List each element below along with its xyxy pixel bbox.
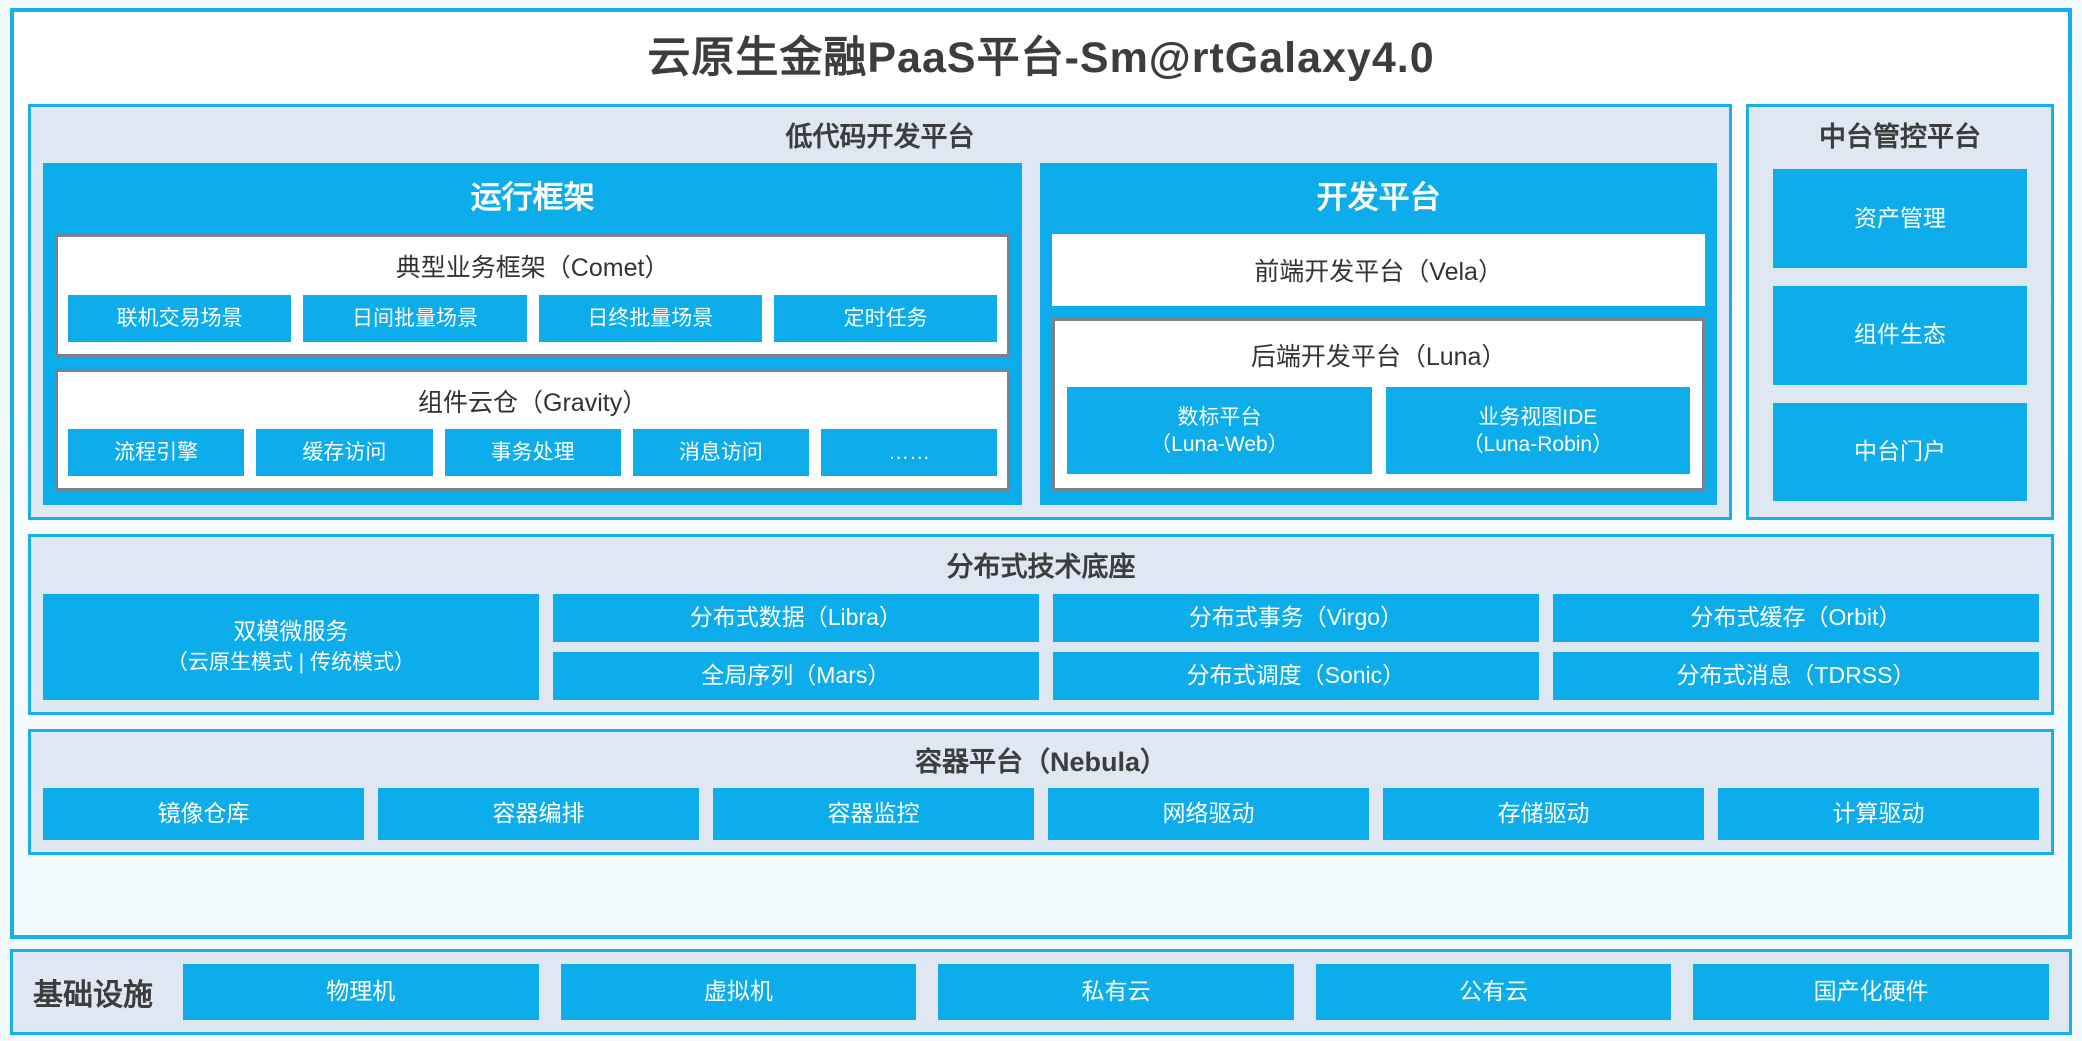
luna-item-1-code: （Luna-Robin）: [1462, 432, 1614, 456]
development-platform-title: 开发平台: [1316, 180, 1441, 216]
distributed-base-panel: 分布式技术底座 双模微服务 （云原生模式 | 传统模式） 分布式数据（Libra…: [28, 534, 2054, 715]
lowcode-platform-title: 低代码开发平台: [785, 121, 975, 152]
container-platform-title: 容器平台（Nebula）: [914, 746, 1168, 777]
infrastructure-item-private-cloud[interactable]: 私有云: [938, 964, 1294, 1020]
infrastructure-item-physical-machine[interactable]: 物理机: [183, 964, 539, 1020]
comet-item-row: 联机交易场景 日间批量场景 日终批量场景 定时任务: [68, 294, 998, 342]
control-item-portal[interactable]: 中台门户: [1773, 402, 2027, 502]
runtime-framework-group: 运行框架 典型业务框架（Comet） 联机交易场景 日间批量场景 日终批量场景 …: [43, 163, 1023, 506]
vela-frontend-platform-box[interactable]: 前端开发平台（Vela）: [1052, 234, 1705, 307]
luna-item-business-view-ide[interactable]: 业务视图IDE （Luna-Robin）: [1385, 387, 1690, 475]
gravity-item-process-engine[interactable]: 流程引擎: [68, 429, 245, 477]
dual-mode-microservice-mode: （云原生模式 | 传统模式）: [166, 651, 415, 675]
gravity-title: 组件云仓（Gravity）: [418, 388, 648, 417]
infrastructure-tiles: 物理机 虚拟机 私有云 公有云 国产化硬件: [183, 964, 2049, 1020]
infrastructure-item-public-cloud[interactable]: 公有云: [1315, 964, 1672, 1020]
infrastructure-item-virtual-machine[interactable]: 虚拟机: [560, 964, 917, 1020]
distributed-item-sonic[interactable]: 分布式调度（Sonic）: [1052, 651, 1539, 700]
control-item-asset-management[interactable]: 资产管理: [1773, 169, 2027, 268]
distributed-column-1: 分布式数据（Libra） 全局序列（Mars）: [552, 593, 1039, 700]
dual-mode-microservice-name: 双模微服务: [233, 617, 349, 644]
top-row: 低代码开发平台 运行框架 典型业务框架（Comet） 联机交易场景 日间批量场景…: [28, 103, 2054, 521]
container-item-monitoring[interactable]: 容器监控: [713, 788, 1034, 841]
runtime-framework-title: 运行框架: [470, 180, 595, 216]
distributed-item-libra[interactable]: 分布式数据（Libra）: [552, 593, 1039, 642]
gravity-item-transaction-processing[interactable]: 事务处理: [444, 429, 621, 477]
luna-item-0-code: （Luna-Web）: [1150, 432, 1289, 456]
container-item-orchestration[interactable]: 容器编排: [378, 788, 699, 841]
gravity-item-message-access[interactable]: 消息访问: [632, 429, 809, 477]
distributed-item-tdrss[interactable]: 分布式消息（TDRSS）: [1552, 651, 2039, 700]
luna-item-row: 数标平台 （Luna-Web） 业务视图IDE （Luna-Robin）: [1067, 387, 1690, 475]
lowcode-platform-body: 运行框架 典型业务框架（Comet） 联机交易场景 日间批量场景 日终批量场景 …: [43, 163, 1717, 506]
dual-mode-microservice-column: 双模微服务 （云原生模式 | 传统模式）: [43, 593, 539, 700]
infrastructure-item-domestic-hardware[interactable]: 国产化硬件: [1693, 964, 2049, 1020]
distributed-base-body: 双模微服务 （云原生模式 | 传统模式） 分布式数据（Libra） 全局序列（M…: [43, 593, 2039, 700]
infrastructure-label: 基础设施: [33, 979, 153, 1012]
luna-item-data-standard-platform[interactable]: 数标平台 （Luna-Web）: [1067, 387, 1372, 475]
comet-title: 典型业务框架（Comet）: [395, 254, 670, 283]
container-platform-body: 镜像仓库 容器编排 容器监控 网络驱动 存储驱动 计算驱动: [43, 788, 2039, 841]
distributed-item-orbit[interactable]: 分布式缓存（Orbit）: [1552, 593, 2039, 642]
comet-item-eod-batch[interactable]: 日终批量场景: [538, 294, 762, 342]
comet-item-online-transaction[interactable]: 联机交易场景: [68, 294, 292, 342]
lowcode-platform-panel: 低代码开发平台 运行框架 典型业务框架（Comet） 联机交易场景 日间批量场景…: [28, 103, 1732, 521]
distributed-item-mars[interactable]: 全局序列（Mars）: [552, 651, 1039, 700]
development-platform-group: 开发平台 前端开发平台（Vela） 后端开发平台（Luna） 数标平台 （Lun…: [1040, 163, 1717, 506]
luna-title: 后端开发平台（Luna）: [1250, 343, 1507, 372]
comet-item-intraday-batch[interactable]: 日间批量场景: [303, 294, 527, 342]
control-platform-title: 中台管控平台: [1819, 121, 1981, 152]
distributed-item-virgo[interactable]: 分布式事务（Virgo）: [1052, 593, 1539, 642]
distributed-base-title: 分布式技术底座: [946, 552, 1136, 583]
control-platform-list: 资产管理 组件生态 中台门户: [1761, 169, 2039, 505]
container-item-image-registry[interactable]: 镜像仓库: [43, 788, 364, 841]
container-platform-panel: 容器平台（Nebula） 镜像仓库 容器编排 容器监控 网络驱动 存储驱动 计算…: [28, 728, 2054, 856]
container-item-storage-driver[interactable]: 存储驱动: [1383, 788, 1704, 841]
platform-architecture-card: 云原生金融PaaS平台-Sm@rtGalaxy4.0 低代码开发平台 运行框架 …: [10, 8, 2072, 939]
comet-item-scheduled-task[interactable]: 定时任务: [773, 294, 998, 342]
dual-mode-microservice-tile[interactable]: 双模微服务 （云原生模式 | 传统模式）: [43, 593, 539, 700]
gravity-box: 组件云仓（Gravity） 流程引擎 缓存访问 事务处理 消息访问 ……: [55, 368, 1011, 492]
container-item-network-driver[interactable]: 网络驱动: [1048, 788, 1369, 841]
comet-box: 典型业务框架（Comet） 联机交易场景 日间批量场景 日终批量场景 定时任务: [55, 234, 1011, 357]
distributed-column-3: 分布式缓存（Orbit） 分布式消息（TDRSS）: [1552, 593, 2039, 700]
container-item-compute-driver[interactable]: 计算驱动: [1718, 788, 2039, 841]
control-item-component-ecosystem[interactable]: 组件生态: [1773, 285, 2027, 385]
gravity-item-cache-access[interactable]: 缓存访问: [256, 429, 433, 477]
gravity-item-row: 流程引擎 缓存访问 事务处理 消息访问 ……: [68, 429, 998, 477]
gravity-item-more[interactable]: ……: [821, 429, 998, 477]
distributed-column-2: 分布式事务（Virgo） 分布式调度（Sonic）: [1052, 593, 1539, 700]
infrastructure-panel: 基础设施 物理机 虚拟机 私有云 公有云 国产化硬件: [10, 949, 2072, 1035]
page-title: 云原生金融PaaS平台-Sm@rtGalaxy4.0: [647, 34, 1435, 82]
luna-item-1-name: 业务视图IDE: [1478, 405, 1598, 429]
control-platform-panel: 中台管控平台 资产管理 组件生态 中台门户: [1746, 103, 2054, 521]
luna-item-0-name: 数标平台: [1177, 405, 1262, 429]
luna-backend-platform-box: 后端开发平台（Luna） 数标平台 （Luna-Web） 业务视图IDE （Lu…: [1052, 318, 1705, 492]
